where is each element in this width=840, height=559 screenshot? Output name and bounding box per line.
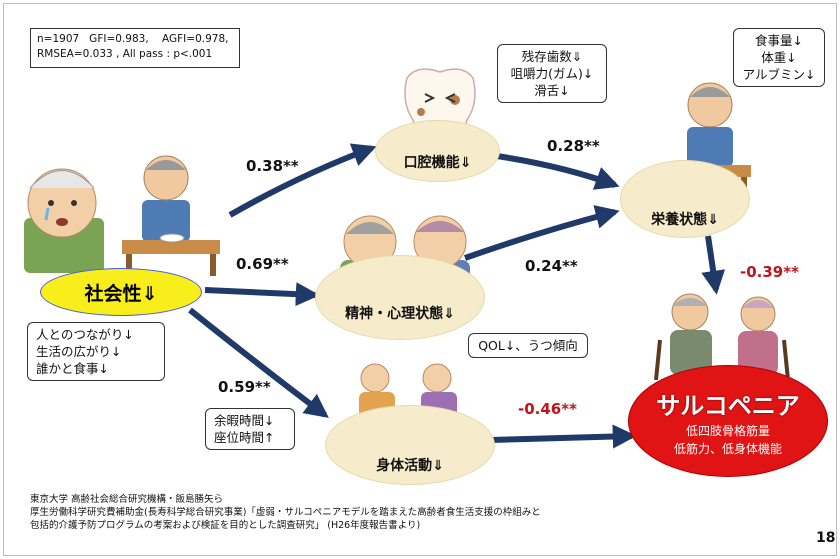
elderly-with-canes-illustration [654,293,790,380]
callout-social-item: 人とのつながり↓ [36,327,134,342]
callout-oral-item: 滑舌↓ [534,83,570,98]
page-number: 18 [816,530,836,546]
sarcopenia-line-1: 低四肢骨格筋量 [685,423,770,438]
node-social-label: 社会性⇓ [84,282,158,305]
callout-physical-item: 余暇時間↓ [214,413,275,428]
node-physical-label: 身体活動⇓ [376,458,444,474]
arrow-social-oral [228,143,377,218]
coef-mental-nutrition: 0.24** [525,257,578,275]
callout-social-item: 生活の広がり↓ [36,344,122,359]
citation-line-1: 東京大学 高齢社会総合研究機構・飯島勝矢ら [30,494,224,505]
callout-nutrition-item: アルブミン↓ [742,67,816,82]
coef-physical-sarcopenia: -0.46** [518,400,577,418]
arrow-social-physical [188,307,329,418]
callout-nutrition: 食事量↓ 体重↓ アルブミン↓ [733,28,825,87]
coef-nutrition-sarcopenia: -0.39** [740,263,799,281]
arrow-physical-sarcopenia [489,424,637,449]
node-oral-label: 口腔機能⇓ [403,155,472,171]
callout-mental-item: QOL↓、うつ傾向 [478,338,578,353]
node-physical-activity: 身体活動⇓ [325,405,495,485]
node-mental-state: 精神・心理状態⇓ [315,255,485,340]
node-mental-label: 精神・心理状態⇓ [345,305,455,322]
node-oral-function: 口腔機能⇓ [375,120,500,182]
node-sociality: 社会性⇓ [40,268,202,316]
coef-social-oral: 0.38** [246,157,299,175]
arrow-nutrition-sarcopenia [701,235,726,295]
callout-mental: QOL↓、うつ傾向 [468,333,588,358]
coef-social-mental: 0.69** [236,255,289,273]
callout-oral-item: 残存歯数⇓ [521,49,583,64]
table [122,240,220,254]
source-citation: 東京大学 高齢社会総合研究機構・飯島勝矢ら 厚生労働科学研究費補助金(長寿科学総… [30,493,541,532]
elderly-people-illustration [24,155,220,276]
model-fit-stats: n=1907 GFI=0.983, AGFI=0.978, RMSEA=0.033… [30,28,240,68]
callout-social: 人とのつながり↓ 生活の広がり↓ 誰かと食事↓ [27,322,165,381]
seated-man-clothes [142,200,190,242]
stats-line-1: n=1907 GFI=0.983, AGFI=0.978, [37,33,229,45]
citation-line-2: 厚生労働科学研究費補助金(長寿科学総合研究事業)「虚弱・サルコペニアモデルを踏ま… [30,507,541,518]
stats-line-2: RMSEA=0.033 , All pass : p<.001 [37,48,213,60]
coef-social-physical: 0.59** [218,378,271,396]
callout-oral-item: 咀嚼力(ガム)↓ [510,66,594,81]
node-sarcopenia: サルコペニア 低四肢骨格筋量 低筋力、低身体機能 [628,365,828,477]
arrow-oral-nutrition [489,152,620,190]
coef-oral-nutrition: 0.28** [547,137,600,155]
callout-nutrition-item: 食事量↓ [755,33,803,48]
callout-social-item: 誰かと食事↓ [36,361,109,376]
callout-nutrition-item: 体重↓ [761,50,797,65]
node-nutrition: 栄養状態⇓ [620,160,750,238]
arrow-social-mental [204,282,320,307]
callout-oral: 残存歯数⇓ 咀嚼力(ガム)↓ 滑舌↓ [497,44,607,103]
node-nutrition-label: 栄養状態⇓ [651,212,719,228]
callout-physical: 余暇時間↓ 座位時間↑ [205,408,295,450]
sarcopenia-title: サルコペニア [656,391,800,420]
slide-frame [3,3,837,556]
callout-physical-item: 座位時間↑ [214,430,275,445]
citation-line-3: 包括的介護予防プログラムの考案および検証を目的とした調査研究」 (H26年度報告… [30,520,421,531]
arrow-mental-nutrition [464,205,620,261]
sarcopenia-line-2: 低筋力、低身体機能 [673,441,782,456]
